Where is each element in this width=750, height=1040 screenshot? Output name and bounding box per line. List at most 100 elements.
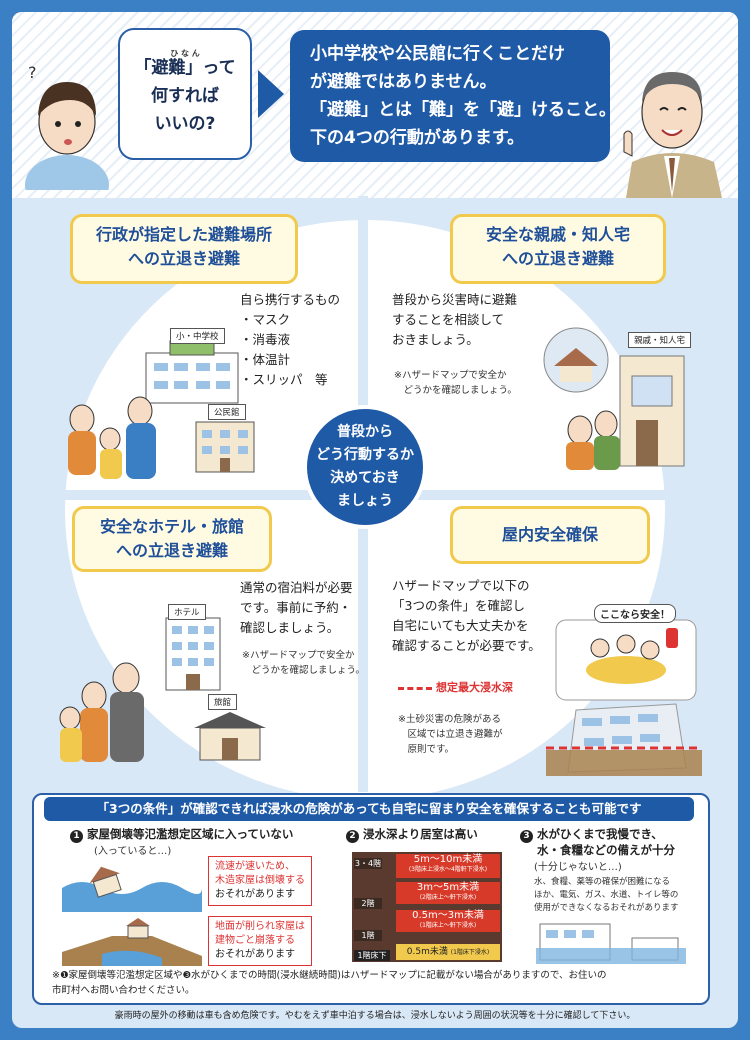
q4-note-line: ※土砂災害の危険がある — [398, 714, 501, 725]
depth-band: 3m〜5m未満(2階床上〜軒下浸水) — [396, 882, 500, 904]
safe-speech-bubble: ここなら安全！ — [594, 604, 676, 623]
school-illustration — [145, 340, 239, 404]
q1-items: 自ら携行するもの ・マスク ・消毒液 ・体温計 ・スリッパ 等 — [240, 290, 340, 390]
q3-note-line: ※ハザードマップで安全か — [242, 650, 355, 661]
q4-text: ハザードマップで以下の 「3つの条件」を確認し 自宅にいても大丈夫かを 確認する… — [392, 576, 541, 656]
depth-band: 0.5m〜3m未満(1階床上〜軒下浸水) — [396, 910, 500, 932]
answer-bubble: 小中学校や公民館に行くことだけ が避難ではありません。 「避難」とは「難」を「避… — [290, 30, 616, 162]
q4-text-line: ハザードマップで以下の — [392, 578, 530, 593]
hall-label: 公民館 — [208, 404, 246, 420]
depth-main: 0.5m〜3m未満 — [412, 910, 484, 921]
hotel-illustration — [165, 617, 221, 691]
center-message: 普段から どう行動するか 決めておき ましょう — [303, 405, 427, 529]
footnote-line: 市町村へお問い合わせください。 — [52, 985, 195, 996]
erosion-house-illustration — [62, 918, 202, 966]
question-bubble: ひ な ん 「避難」って 何すれば いいの? — [118, 28, 252, 160]
q2-note-line: どうかを確認しましょう。 — [394, 385, 517, 396]
q2-text: 普段から災害時に避難 することを相談して おきましょう。 — [392, 290, 517, 350]
box1-line: 流速が速いため、 — [215, 861, 295, 872]
q4-title: 屋内安全確保 — [450, 506, 650, 564]
hall-illustration — [195, 421, 255, 473]
svg-text:?: ? — [28, 63, 37, 82]
condition-2-number: 2 — [346, 830, 359, 843]
condition-3-line: 水がひくまで我慢でき、 — [537, 827, 663, 841]
q3-text-line: です。事前に予約・ — [240, 600, 352, 615]
condition-1-number: 1 — [70, 830, 83, 843]
max-depth-legend: 想定最大浸水深 — [398, 680, 513, 695]
q3-title-line: 安全なホテル・旅館 — [99, 517, 244, 536]
box2-line: 建物ごと崩落する — [215, 935, 295, 946]
question-line1: 「避難」って — [134, 58, 236, 78]
q3-text-line: 通常の宿泊料が必要 — [240, 580, 353, 595]
ryokan-label: 旅館 — [208, 694, 238, 710]
depth-band: 5m〜10m未満(3階床上浸水〜4階軒下浸水) — [396, 854, 500, 878]
q1-title-line: 行政が指定した避難場所 — [95, 225, 272, 244]
condition-1-box2: 地面が削られ家屋は 建物ごと崩落する おそれがあります — [208, 916, 312, 966]
q2-title: 安全な親戚・知人宅 への立退き避難 — [450, 214, 666, 284]
depth-main: 3m〜5m未満 — [416, 882, 480, 893]
ryokan-illustration — [194, 712, 266, 761]
answer-line: 小中学校や公民館に行くことだけ — [310, 44, 565, 64]
flooded-building-illustration — [546, 619, 702, 776]
q1-item: 自ら携行するもの — [240, 292, 341, 307]
conditions-footnote: ※❶家屋倒壊等氾濫想定区域や❸水がひくまでの時間(浸水継続時間)はハザードマップ… — [52, 968, 607, 998]
depth-band: 0.5m未満 (1階床下浸水) — [396, 944, 500, 960]
question-ruby: ひ な ん — [170, 49, 200, 58]
flood-house-illustration — [62, 866, 202, 912]
center-line: 決めておき — [330, 470, 400, 486]
floor-label: 2階 — [354, 898, 382, 909]
q1-item: ・消毒液 — [240, 332, 291, 347]
relative-house-illustration — [543, 327, 685, 470]
relative-house-label: 親戚・知人宅 — [628, 332, 692, 348]
depth-sub: (3階床上浸水〜4階軒下浸水) — [408, 866, 488, 873]
condition-1-sub: (入っていると…) — [94, 846, 172, 857]
family-illustration-1 — [68, 396, 156, 479]
center-line: ましょう — [337, 493, 393, 509]
answer-line: 下の4つの行動があります。 — [310, 128, 525, 148]
depth-sub: (1階床上〜軒下浸水) — [419, 922, 477, 929]
depth-sub: (1階床下浸水) — [450, 949, 490, 956]
q2-title-line: への立退き避難 — [501, 249, 614, 268]
footer-note: 豪雨時の屋外の移動は車も含め危険です。やむをえず車中泊する場合は、浸水しないよう… — [114, 1011, 636, 1021]
condition-3-text-line: 使用ができなくなるおそれがあります — [534, 903, 679, 913]
q2-text-line: することを相談して — [392, 312, 505, 327]
box2-line: おそれがあります — [215, 949, 295, 960]
depth-main: 5m〜10m未満 — [413, 854, 483, 865]
q3-text-line: 確認しましょう。 — [240, 620, 340, 635]
floor-label: 1階床下 — [354, 950, 390, 961]
max-depth-legend-label: 想定最大浸水深 — [436, 681, 513, 694]
q4-text-line: 確認することが必要です。 — [392, 638, 541, 653]
question-line2: 何すれば — [151, 86, 219, 106]
q3-note-line: どうかを確認しましょう。 — [242, 665, 365, 676]
condition-1-box1: 流速が速いため、 木造家屋は倒壊する おそれがあります — [208, 856, 312, 906]
dashed-line-icon — [398, 686, 432, 690]
q2-text-line: おきましょう。 — [392, 332, 479, 347]
floor-label: 3・4階 — [354, 858, 382, 869]
answer-line: が避難ではありません。 — [310, 72, 497, 92]
q1-item: ・スリッパ 等 — [240, 372, 328, 387]
q1-title: 行政が指定した避難場所 への立退き避難 — [70, 214, 298, 284]
condition-3-text-line: 水、食糧、薬等の確保が困難になる — [534, 877, 671, 887]
condition-2-heading: 2 浸水深より居室は高い — [346, 826, 478, 843]
condition-2-text: 浸水深より居室は高い — [363, 827, 478, 841]
box1-line: 木造家屋は倒壊する — [215, 875, 305, 886]
condition-3-sub: (十分じゃないと…) — [534, 862, 622, 873]
depth-main: 0.5m未満 — [406, 947, 448, 957]
q2-note-line: ※ハザードマップで安全か — [394, 370, 507, 381]
condition-3-heading: 3 水がひくまで我慢でき、 — [520, 826, 663, 843]
q1-item: ・マスク — [240, 312, 291, 327]
q3-title: 安全なホテル・旅館 への立退き避難 — [72, 506, 272, 572]
condition-3-line: 水・食糧などの備えが十分 — [537, 843, 675, 857]
conditions-title: 「3つの条件」が確認できれば浸水の危険があっても自宅に留まり安全を確保することも… — [44, 797, 694, 821]
family-illustration-2 — [59, 662, 144, 762]
box1-line: おそれがあります — [215, 889, 295, 900]
condition-3-number: 3 — [520, 830, 533, 843]
q2-note: ※ハザードマップで安全か どうかを確認しましょう。 — [394, 368, 517, 398]
box2-line: 地面が削られ家屋は — [215, 921, 305, 932]
depth-sub: (2階床上〜軒下浸水) — [419, 894, 477, 901]
footnote-line: ※❶家屋倒壊等氾濫想定区域や❸水がひくまでの時間(浸水継続時間)はハザードマップ… — [52, 970, 607, 981]
q4-note-line: 区域では立退き避難が — [398, 729, 503, 740]
condition-3-text-line: ほか、電気、ガス、水道、トイレ等の — [534, 890, 679, 900]
